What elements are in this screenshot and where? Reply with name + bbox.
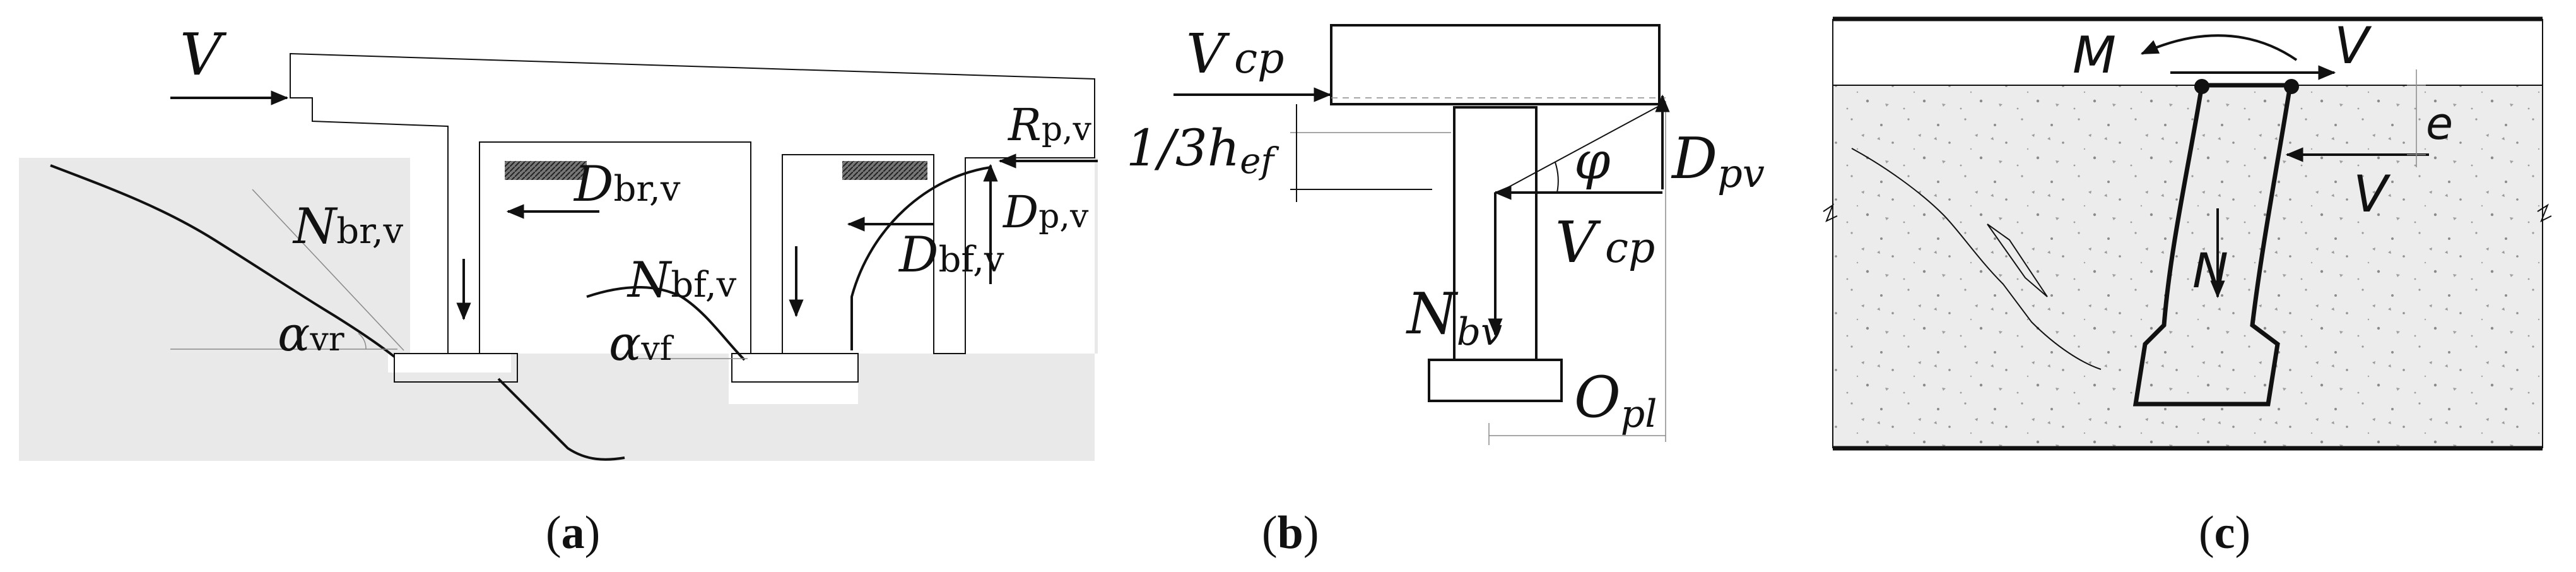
label-alpha-vr: αvr [278,306,344,362]
caption-b: (b) [1262,507,1319,559]
crack-front [586,286,746,361]
break-mark-left [1823,203,1838,222]
label-V-right-c: V [2353,165,2391,223]
label-Rp: Rp,v [1007,99,1092,151]
bent-stud [2132,83,2293,407]
angle-arc-vr [358,333,367,350]
weld-right [2284,79,2299,94]
arrow-M [2140,34,2298,61]
failure-curve-right [850,166,991,350]
crack-front-rear [497,378,625,461]
steel-plate-c [1833,19,2543,85]
label-Dbf: Dbf,v [898,227,1004,283]
concrete-block-c [1833,85,2543,448]
panel-a: V Nbr,v Dbr,v Nbf,v Dbf,v Rp,v Dp,v αvr … [19,21,1098,559]
weld-left [2194,79,2209,94]
crush-zone-front [842,161,927,180]
label-Nbf: Nbf,v [626,252,737,309]
label-Dbr: Dbr,v [573,156,681,213]
crack-c-branch [1987,223,2048,297]
stud-head-front [731,353,859,383]
stud-head-b [1428,359,1563,402]
label-V-a: V [180,21,227,88]
label-Nbr: Nbr,v [292,198,404,255]
crack-rear-tangent [252,189,404,351]
strut-line [1498,104,1663,193]
angle-arc-phi [1555,162,1559,193]
panel-c: M V e V N (c) [1823,16,2552,559]
break-mark-right [2537,203,2552,223]
base-plate-b [1330,24,1661,105]
crack-c [1851,148,2102,370]
label-Nbv: Nbv [1406,281,1502,354]
label-M: M [2073,26,2116,85]
label-alpha-vf: αvf [609,315,674,371]
anchor-plate [290,52,1095,354]
stud-head-rear [394,353,518,383]
label-e: e [2426,98,2453,150]
concrete-base-a [19,158,1098,461]
label-hef: 1/3hef [1126,119,1279,182]
crack-rear [50,164,396,358]
label-Opl: Opl [1574,364,1657,436]
label-N-c: N [2192,242,2228,299]
caption-a: (a) [546,507,600,559]
label-V-top-c: V [2334,16,2372,75]
caption-c: (c) [2199,507,2250,559]
crush-zone-rear [505,161,587,180]
label-Dp: Dp,v [1002,186,1089,238]
label-Dpv: Dpv [1671,126,1765,196]
label-phi: φ [1574,131,1611,191]
